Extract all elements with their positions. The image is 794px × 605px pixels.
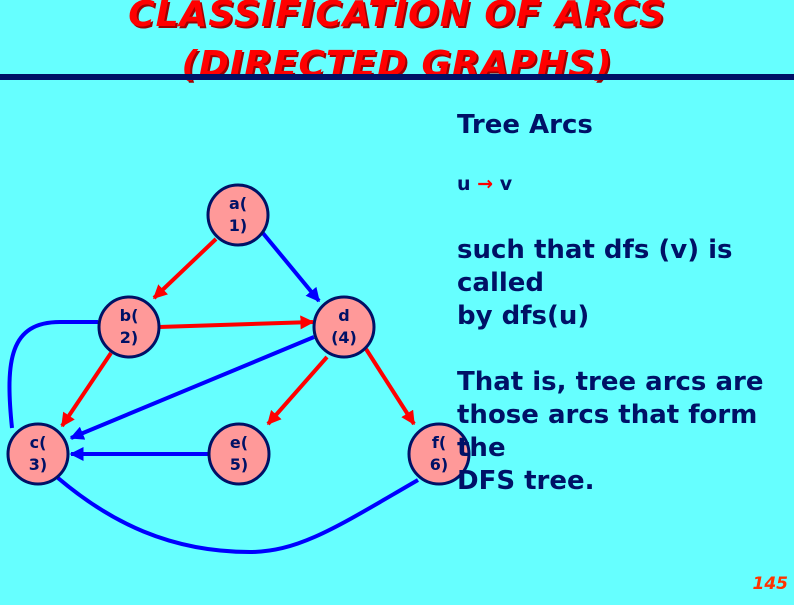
svg-text:2): 2)	[120, 328, 138, 347]
svg-text:b(: b(	[120, 306, 139, 325]
edge-b-c	[60, 351, 113, 428]
definition-line: called	[457, 268, 545, 298]
edge-d-c	[69, 335, 315, 440]
arrow-icon: →	[477, 173, 494, 195]
arc-source: u	[457, 173, 471, 195]
svg-text:3): 3)	[29, 455, 47, 474]
edge-b-d	[158, 315, 315, 330]
node-b: b( 2)	[97, 295, 161, 359]
svg-text:d: d	[338, 306, 349, 325]
svg-text:c(: c(	[30, 433, 47, 452]
edge-d-f	[364, 347, 416, 426]
arc-target: v	[499, 173, 513, 195]
node-c: c( 3)	[6, 422, 70, 486]
svg-text:f(: f(	[432, 433, 446, 452]
edge-f-c	[56, 476, 419, 555]
title-divider	[0, 74, 794, 80]
node-f: f( 6)	[407, 422, 471, 486]
edge-a-d	[260, 230, 321, 303]
svg-text:e(: e(	[230, 433, 248, 452]
section-heading: Tree Arcs	[457, 110, 593, 140]
explanation-line: DFS tree.	[457, 466, 595, 496]
definition-line: by dfs(u)	[457, 301, 590, 331]
edge-a-b	[152, 237, 218, 300]
svg-text:a(: a(	[229, 194, 247, 213]
explanation-line: the	[457, 433, 506, 463]
svg-text:(4): (4)	[331, 328, 357, 347]
svg-text:5): 5)	[230, 455, 248, 474]
page-number: 145	[752, 574, 789, 594]
explanation-line: those arcs that form	[457, 400, 758, 430]
edge-c-b	[7, 320, 98, 429]
edge-d-e	[266, 355, 329, 426]
svg-text:1): 1)	[229, 216, 247, 235]
node-d: d (4)	[312, 295, 376, 359]
title-line-1: CLASSIFICATION OF ARCS	[128, 0, 666, 35]
explanation-line: That is, tree arcs are	[457, 367, 764, 397]
definition-paragraph: such that dfs (v) is called by dfs(u)	[457, 234, 787, 333]
explanation-paragraph: That is, tree arcs are those arcs that f…	[457, 366, 787, 498]
svg-text:6): 6)	[430, 455, 448, 474]
node-a: a( 1)	[206, 183, 270, 247]
node-e: e( 5)	[207, 422, 271, 486]
definition-line: such that dfs (v) is	[457, 235, 733, 265]
arc-notation: u → v	[457, 173, 512, 195]
